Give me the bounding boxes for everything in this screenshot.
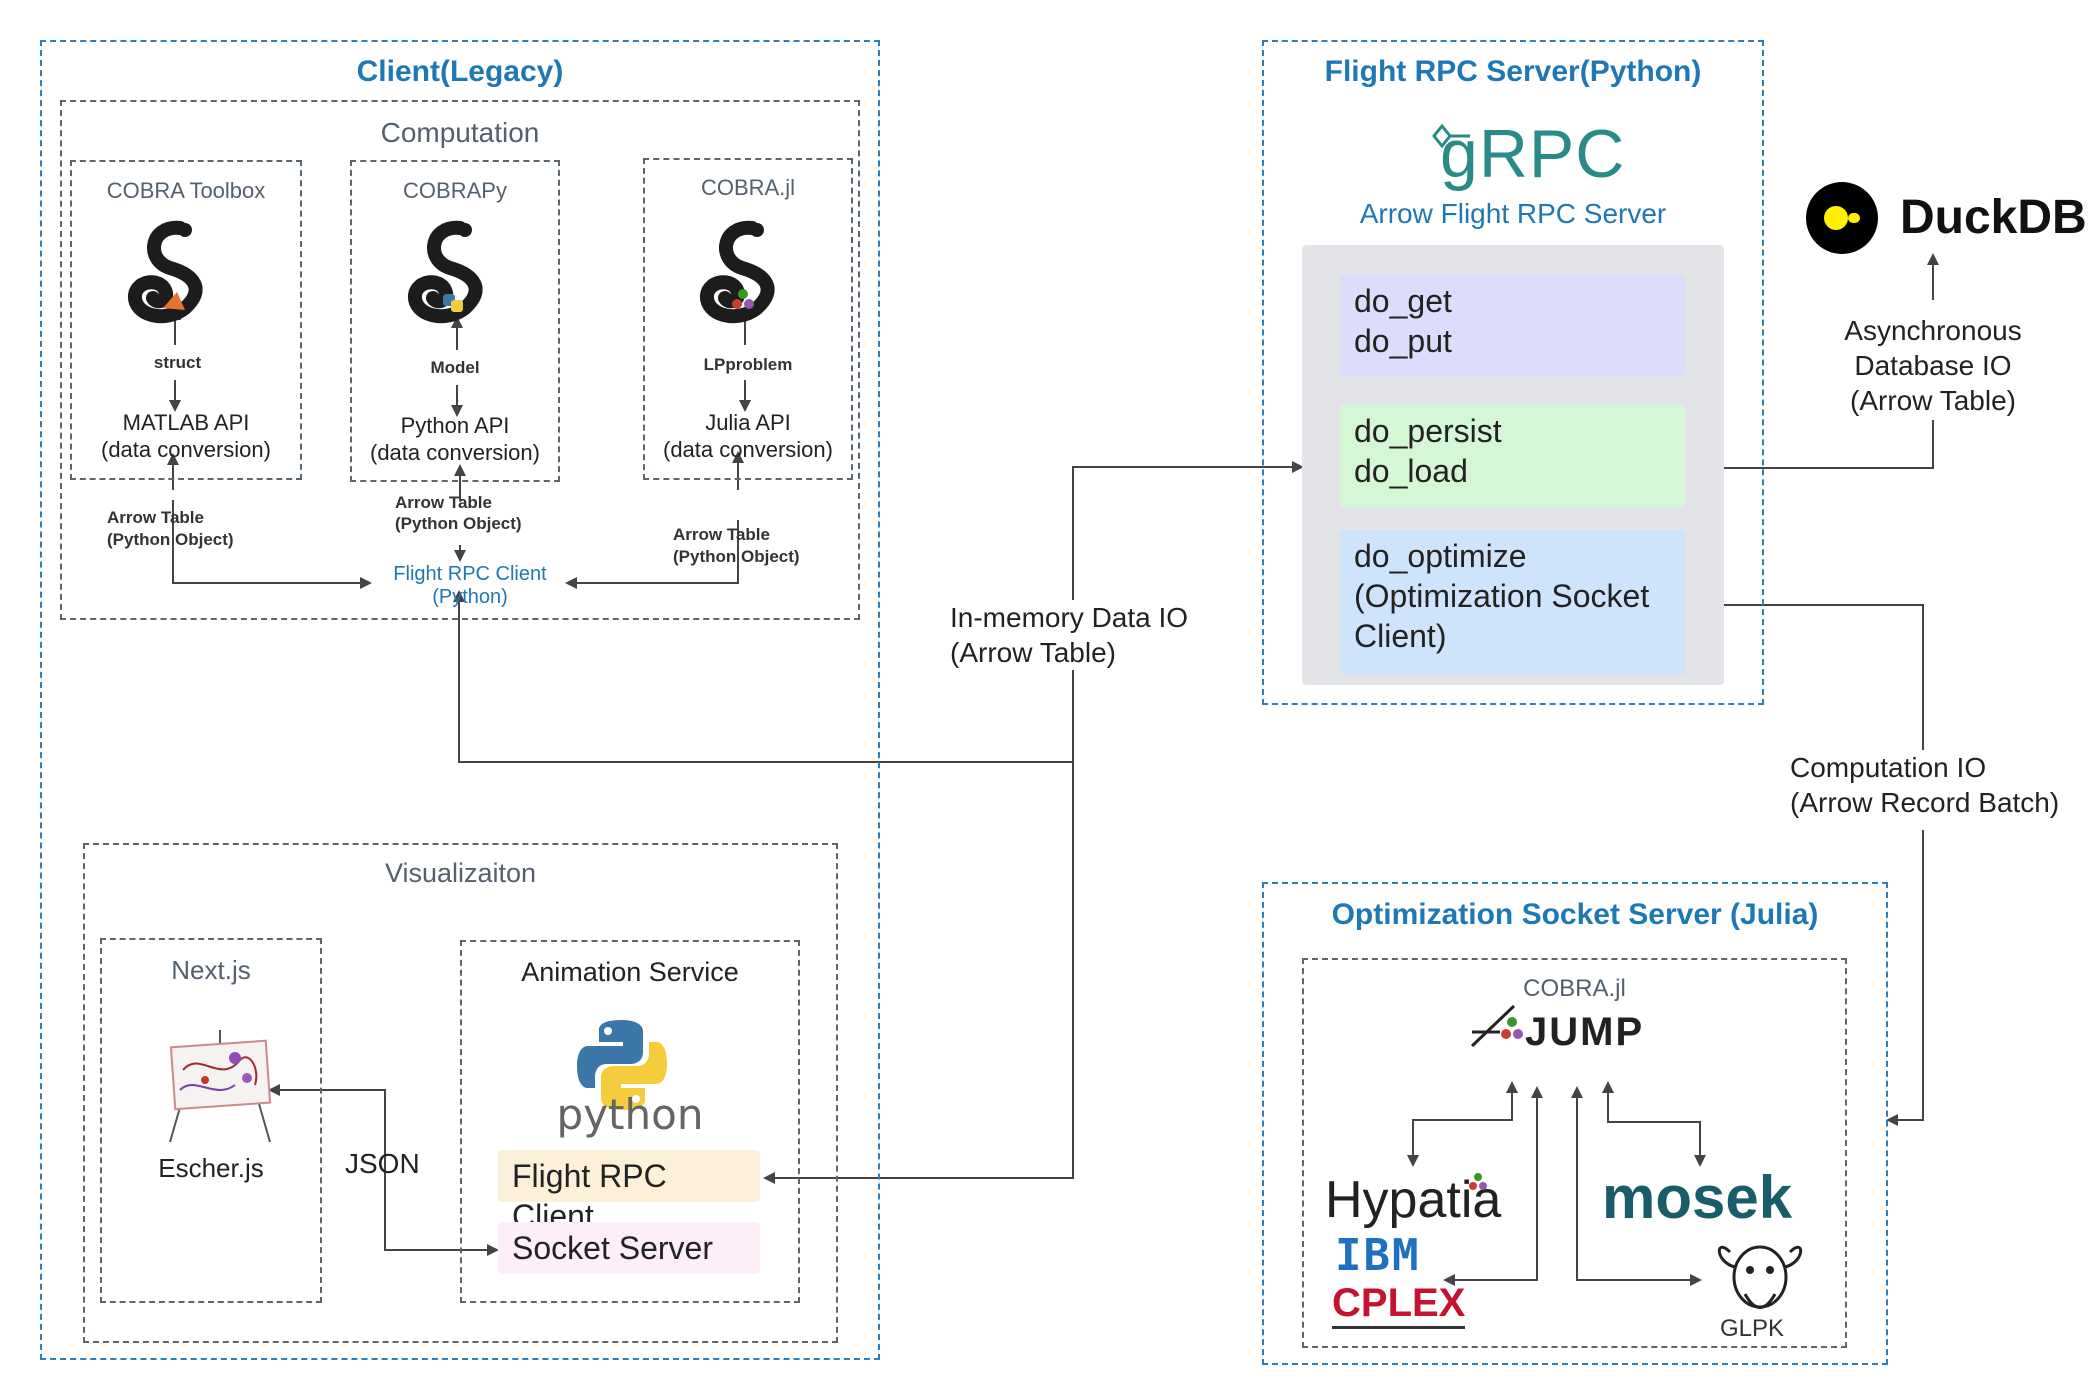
nextjs-title: Next.js <box>171 955 251 985</box>
cobrajl-logo-icon <box>700 220 775 324</box>
hypatia-dots-icon <box>1469 1173 1487 1190</box>
client-legacy-group <box>40 40 880 1360</box>
animation-service-box <box>460 940 800 1303</box>
flight-rpc-client-python: Flight RPC Client (Python) <box>370 563 570 609</box>
matlab-api-label: MATLAB API <box>122 410 250 435</box>
optimization-server-group <box>1262 882 1888 1365</box>
struct-label: struct <box>153 353 202 372</box>
computation-title: Computation <box>380 117 540 148</box>
duckdb-logo-icon <box>1806 182 1878 254</box>
client-title: Client(Legacy) <box>356 55 564 88</box>
escher-easel-icon <box>169 1030 272 1143</box>
cplex-logo: CPLEX <box>1332 1281 1466 1329</box>
python-wordmark: python <box>556 1090 704 1139</box>
server-subtitle: Arrow Flight RPC Server <box>1359 198 1667 229</box>
cobrajl-title: COBRA.jl <box>700 175 796 200</box>
cobrapy-title: COBRAPy <box>403 178 507 203</box>
animation-service-title: Animation Service <box>521 957 739 987</box>
in-memory-line-2: (Arrow Table) <box>950 637 1116 668</box>
nextjs-box <box>100 938 322 1303</box>
cobrajl-edge-label: Arrow Table <box>673 525 770 544</box>
duckdb-edge-label: Asynchronous Database IO (Arrow Table) <box>1833 313 2033 418</box>
server-method-group: do_persist do_load <box>1340 405 1685 507</box>
server-method-group: do_get do_put <box>1340 275 1685 377</box>
cobrapy-edge-sub: (Python Object) <box>395 514 522 533</box>
toolbox-edge-label: Arrow Table <box>107 508 204 527</box>
cobrapy-logo-icon <box>408 220 483 324</box>
socket-server: Socket Server <box>498 1222 760 1274</box>
python-api-sub: (data conversion) <box>370 440 540 465</box>
optimizer-title: Optimization Socket Server (Julia) <box>1331 898 1819 931</box>
cobra-toolbox-box <box>70 160 302 480</box>
visualization-title: Visualizaiton <box>384 858 537 888</box>
julia-api-label: Julia API <box>705 410 791 435</box>
cobrajl-solver-box <box>1302 958 1847 1348</box>
julia-api-sub: (data conversion) <box>663 437 833 462</box>
cobra-toolbox-title: COBRA Toolbox <box>106 178 266 203</box>
optimizer-cobrajl-label: COBRA.jl <box>1523 975 1626 1002</box>
computation-io-label: Computation IO (Arrow Record Batch) <box>1790 750 2060 820</box>
computation-io-line-2: (Arrow Record Batch) <box>1790 787 2060 818</box>
flight-client-label: Flight RPC Client <box>393 563 547 585</box>
in-memory-label: In-memory Data IO (Arrow Table) <box>950 600 1189 670</box>
server-method-line: Client) <box>1354 618 1447 654</box>
server-method-line: do_get <box>1354 283 1452 319</box>
server-method-line: do_persist <box>1354 413 1502 449</box>
cobrapy-box <box>350 160 560 482</box>
toolbox-edge-sub: (Python Object) <box>107 530 234 549</box>
jump-logo: JUMP <box>1525 1010 1645 1054</box>
grpc-logo: gRPC <box>1440 116 1626 192</box>
lpproblem-label: LPproblem <box>703 355 793 374</box>
mosek-logo: mosek <box>1602 1164 1793 1231</box>
cobra-logo-icon <box>128 220 203 324</box>
computation-io-line-1: Computation IO <box>1790 752 1987 783</box>
server-method-line: do_put <box>1354 323 1452 359</box>
duckdb-edge-line-2: Database IO <box>1854 350 2012 381</box>
server-title: Flight RPC Server(Python) <box>1324 55 1702 88</box>
gnu-head-icon <box>1717 1245 1803 1309</box>
duckdb-name: DuckDB <box>1900 191 2087 244</box>
flight-rpc-server-group <box>1262 40 1764 705</box>
server-method-line: do_optimize <box>1354 538 1527 574</box>
server-method-line: (Optimization Socket <box>1354 578 1650 614</box>
hypatia-logo: Hypatia <box>1325 1171 1502 1229</box>
visualization-group <box>83 843 838 1343</box>
server-method-line: do_load <box>1354 453 1468 489</box>
python-logo-icon <box>577 1020 667 1110</box>
animation-flight-client: Flight RPC Client <box>498 1150 760 1234</box>
grpc-mark-icon <box>1432 124 1470 148</box>
cobrapy-edge-label: Arrow Table <box>395 493 492 512</box>
cobrajl-edge-sub: (Python Object) <box>673 547 800 566</box>
flight-client-sub: (Python) <box>432 586 508 608</box>
computation-group <box>60 100 860 620</box>
cobrajl-box <box>643 158 853 480</box>
escher-label: Escher.js <box>158 1153 264 1183</box>
duckdb-edge-line-3: (Arrow Table) <box>1850 385 2016 416</box>
json-label: JSON <box>345 1148 420 1179</box>
in-memory-line-1: In-memory Data IO <box>950 602 1189 633</box>
python-api-label: Python API <box>400 413 510 438</box>
glpk-label: GLPK <box>1720 1315 1785 1342</box>
jump-mark-icon <box>1470 1004 1523 1048</box>
ibm-logo: IBM <box>1335 1230 1421 1281</box>
matlab-api-sub: (data conversion) <box>101 437 271 462</box>
model-label: Model <box>430 358 480 377</box>
duckdb-edge-line-1: Asynchronous <box>1844 315 2022 346</box>
